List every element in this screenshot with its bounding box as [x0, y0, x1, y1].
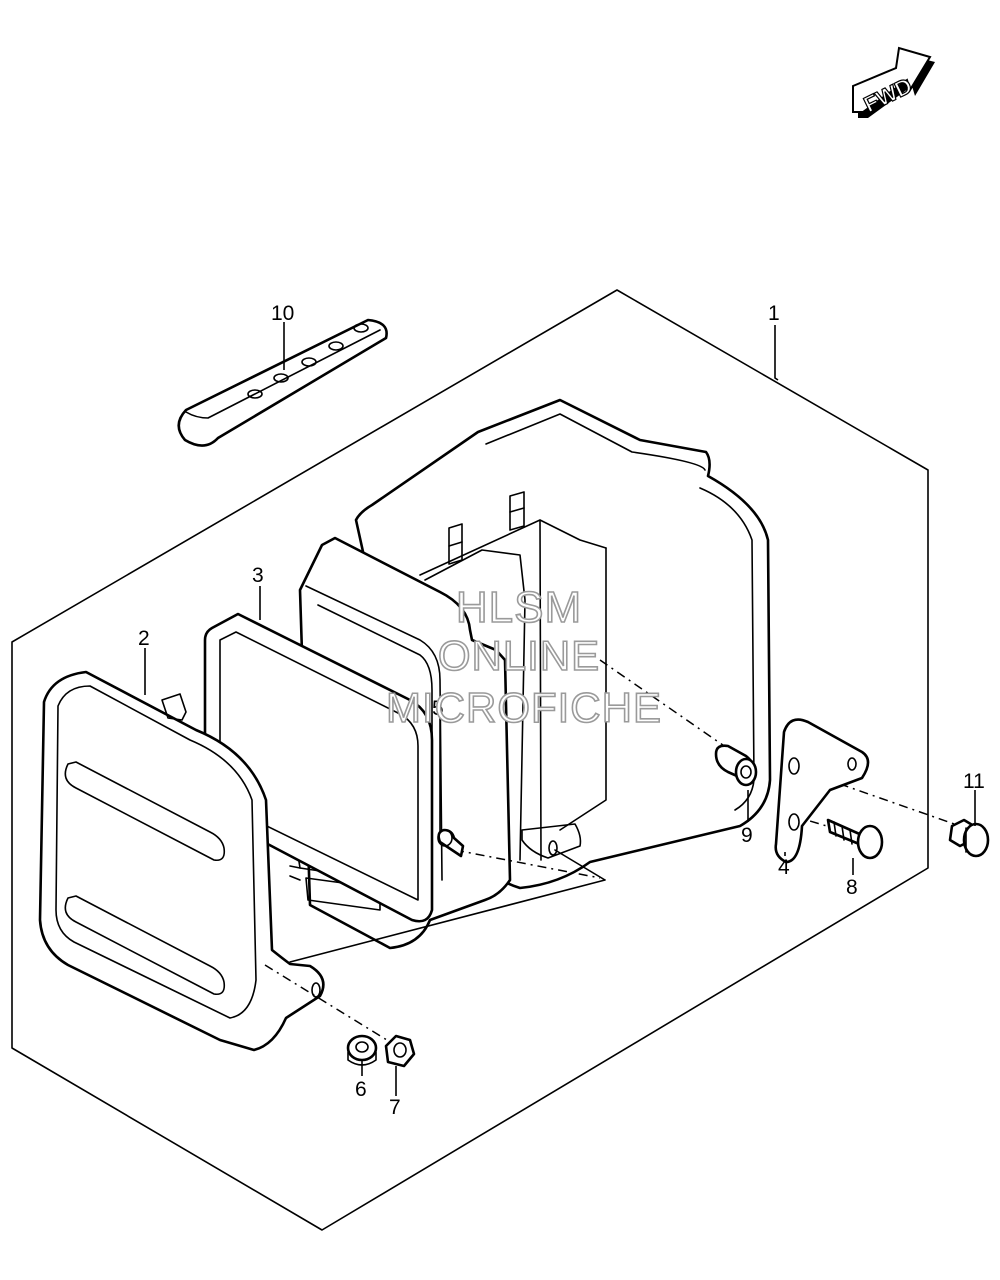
centerline-5 [454, 849, 601, 879]
callout-4: 4 [778, 856, 790, 879]
part-11-flange-bolt [948, 818, 990, 858]
callout-11: 11 [963, 770, 985, 793]
callout-7: 7 [389, 1096, 401, 1119]
part-10-bracket [177, 318, 388, 447]
callout-10: 10 [271, 302, 294, 325]
centerline-9 [599, 659, 731, 751]
leader-lines [144, 322, 976, 1096]
assembly-boundary [11, 289, 929, 1231]
part-9-grommet [714, 744, 758, 787]
callout-2: 2 [138, 627, 150, 650]
callout-5: 5 [432, 697, 444, 720]
fwd-arrow-icon: FWD [852, 46, 935, 118]
part-7-nut [384, 1034, 416, 1068]
part-3-gasket [203, 612, 434, 923]
callout-8: 8 [846, 876, 858, 899]
watermark-line-3: MICROFICHE [386, 684, 662, 731]
callout-6: 6 [355, 1078, 367, 1101]
callout-3: 3 [252, 564, 264, 587]
guide-lines [289, 849, 606, 963]
callout-9: 9 [741, 824, 753, 847]
centerline-6 [264, 964, 396, 1046]
centerline-8 [789, 814, 861, 837]
callout-1: 1 [768, 302, 780, 325]
part-4-stay [774, 718, 870, 864]
watermark: HLSM ONLINE MICROFICHE [385, 582, 662, 732]
watermark-line-2: ONLINE [438, 632, 600, 679]
part-8-bolt [826, 818, 884, 860]
part-5-screw [437, 828, 465, 858]
watermark-line-1: HLSM [456, 583, 582, 632]
part-2-lens [38, 670, 325, 1052]
